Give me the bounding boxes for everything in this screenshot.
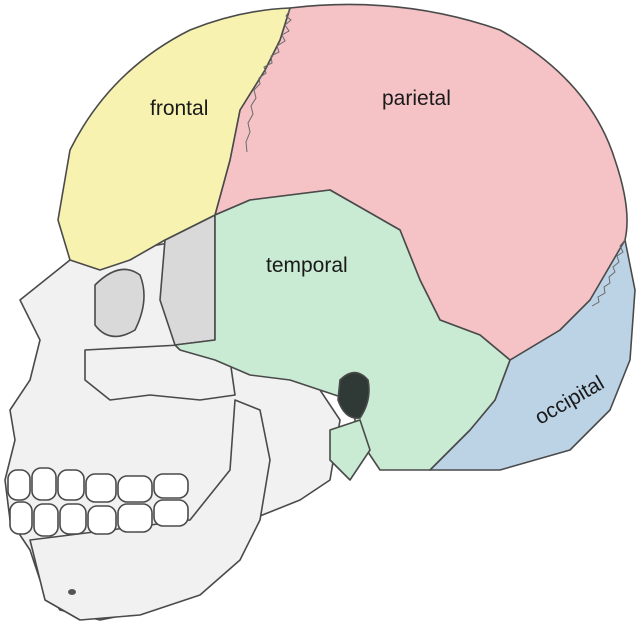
temporal-label: temporal <box>266 254 348 277</box>
tooth <box>117 503 153 533</box>
tooth <box>87 505 117 535</box>
mental-foramen <box>68 589 76 595</box>
frontal-bone <box>57 7 291 271</box>
eye-socket <box>94 268 145 338</box>
tooth <box>9 501 33 535</box>
tooth <box>153 499 189 527</box>
frontal-label: frontal <box>150 97 208 120</box>
lambdoid-suture <box>591 239 626 307</box>
mastoid-process <box>329 419 371 481</box>
tooth <box>31 467 57 501</box>
tooth <box>85 473 117 503</box>
tooth <box>57 469 85 501</box>
tooth <box>7 469 31 501</box>
tooth <box>59 503 87 535</box>
temporal-bone <box>174 189 511 471</box>
coronal-suture <box>245 9 292 153</box>
mandible <box>29 399 271 621</box>
teeth <box>7 467 189 537</box>
tooth <box>33 503 59 537</box>
tooth <box>153 473 189 499</box>
parietal-label: parietal <box>382 87 451 110</box>
ear-canal <box>337 371 370 419</box>
tooth <box>117 475 153 503</box>
